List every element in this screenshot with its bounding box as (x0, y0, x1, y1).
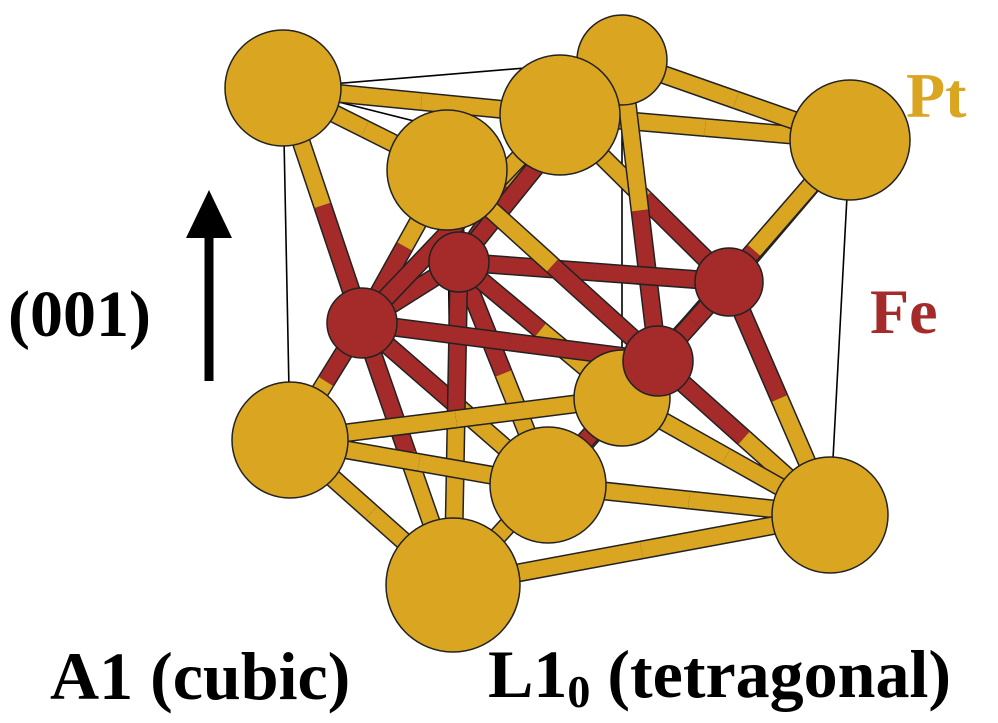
l10-main: L1 (488, 636, 568, 712)
fe-atom (694, 247, 764, 317)
fe-atom (326, 287, 398, 359)
pt-atom (385, 517, 521, 653)
pt-label: Pt (906, 60, 967, 131)
l10-subscript: 0 (567, 666, 591, 717)
direction-label: (001) (8, 278, 151, 351)
pt-atom (489, 426, 607, 544)
arrow-001-icon (186, 190, 232, 381)
pt-atom (231, 381, 349, 499)
cell-edge (829, 139, 851, 516)
pt-atom (771, 456, 889, 574)
l10-rest: (tetragonal) (590, 636, 952, 712)
fe-atom (622, 325, 694, 397)
atoms-layer (224, 14, 911, 653)
fe-label: Fe (870, 276, 938, 347)
fe-atom (428, 231, 490, 293)
pt-atom (499, 54, 621, 176)
a1-phase-label: A1 (cubic) (50, 638, 351, 714)
l10-phase-label: L10 (tetragonal) (488, 640, 951, 715)
pt-atom (386, 109, 508, 231)
pt-atom (789, 79, 911, 201)
pt-atom (224, 29, 342, 147)
